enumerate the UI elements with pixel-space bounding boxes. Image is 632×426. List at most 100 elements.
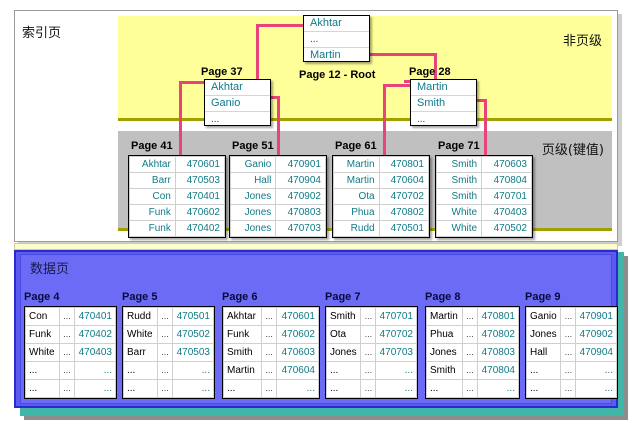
table-row[interactable]: Ganio 470901 <box>229 156 326 173</box>
connector-page28-to-page61-h <box>383 84 413 87</box>
root-node-row-1[interactable]: ... <box>304 32 369 48</box>
page61-table[interactable]: Martin 470801 Martin 470604 Ota 470702 P… <box>332 155 430 238</box>
root-node[interactable]: Akhtar ... Martin <box>303 15 370 62</box>
table-row[interactable]: ... ... ... <box>25 361 116 380</box>
table-row[interactable]: ... ... ... <box>525 361 617 380</box>
datapage9-table[interactable]: Ganio ... 470901 Jones ... 470902 Hall .… <box>525 306 618 399</box>
table-row[interactable]: Funk ... 470602 <box>223 325 319 344</box>
root-node-row-2[interactable]: Martin <box>310 49 341 61</box>
dp5-ellipsis-4: ... <box>156 379 174 398</box>
page71-val-0: 470603 <box>481 156 532 173</box>
table-row[interactable]: Phua 470802 <box>333 204 430 221</box>
page37-row-1[interactable]: Ganio <box>205 96 270 112</box>
page51-table[interactable]: Ganio 470901 Hall 470904 Jones 470902 Jo… <box>229 155 327 238</box>
table-row[interactable]: Funk ... 470402 <box>25 325 116 344</box>
table-row[interactable]: Akhtar ... 470601 <box>223 307 319 326</box>
table-row[interactable]: ... ... ... <box>25 379 116 398</box>
dp5-num-3: ... <box>172 361 214 380</box>
page37-row-0[interactable]: Akhtar <box>205 80 270 96</box>
table-row[interactable]: Funk 470402 <box>129 220 226 237</box>
dp7-ellipsis-3: ... <box>360 361 377 380</box>
page51-key-3: Jones <box>229 204 277 221</box>
table-row[interactable]: White 470403 <box>435 204 532 221</box>
table-row[interactable]: Akhtar 470601 <box>129 156 226 173</box>
dp4-ellipsis-2: ... <box>58 343 76 362</box>
table-row[interactable]: White ... 470403 <box>25 343 116 362</box>
table-row[interactable]: Smith 470701 <box>435 188 532 205</box>
page28-caption: Page 28 <box>409 66 451 78</box>
table-row[interactable]: Jones 470703 <box>229 220 326 237</box>
table-row[interactable]: Smith 470603 <box>435 156 532 173</box>
table-row[interactable]: Jones ... 470703 <box>325 343 417 362</box>
dp6-name-3: Martin <box>223 361 262 380</box>
table-row[interactable]: Ota 470702 <box>333 188 430 205</box>
page37-row-2[interactable]: ... <box>211 114 220 125</box>
table-row[interactable]: Hall ... 470904 <box>525 343 617 362</box>
dp7-num-1: 470702 <box>375 325 417 344</box>
dp4-ellipsis-4: ... <box>58 379 76 398</box>
index-pages-label: 索引页 <box>22 26 62 41</box>
page71-table[interactable]: Smith 470603 Smith 470804 Smith 470701 W… <box>435 155 533 238</box>
dp8-ellipsis-2: ... <box>461 343 479 362</box>
dp5-num-4: ... <box>172 379 214 398</box>
table-row[interactable]: Funk 470602 <box>129 204 226 221</box>
table-row[interactable]: Ota ... 470702 <box>325 325 417 344</box>
table-row[interactable]: ... ... ... <box>123 379 214 398</box>
table-row[interactable]: Smith ... 470603 <box>223 343 319 362</box>
dp7-ellipsis-4: ... <box>360 379 377 398</box>
table-row[interactable]: Jones ... 470803 <box>426 343 519 362</box>
page28-node[interactable]: Martin Smith ... <box>410 79 477 126</box>
table-row[interactable]: Barr 470503 <box>129 172 226 189</box>
page41-val-3: 470602 <box>174 204 226 221</box>
dp8-ellipsis-3: ... <box>461 361 479 380</box>
page28-row-2[interactable]: ... <box>417 114 426 125</box>
table-row[interactable]: Jones 470803 <box>229 204 326 221</box>
table-row[interactable]: ... ... ... <box>426 379 519 398</box>
dp9-num-2: 470904 <box>575 343 617 362</box>
page51-val-4: 470703 <box>275 220 326 237</box>
table-row[interactable]: Con ... 470401 <box>25 307 116 326</box>
page51-val-1: 470904 <box>275 172 326 189</box>
datapage6-table[interactable]: Akhtar ... 470601 Funk ... 470602 Smith … <box>222 306 320 399</box>
table-row[interactable]: Jones ... 470902 <box>525 325 617 344</box>
table-row[interactable]: Martin 470604 <box>333 172 430 189</box>
page41-table[interactable]: Akhtar 470601 Barr 470503 Con 470401 Fun… <box>128 155 226 238</box>
table-row[interactable]: ... ... ... <box>525 379 617 398</box>
table-row[interactable]: Rudd 470501 <box>333 220 430 237</box>
page71-key-1: Smith <box>435 172 483 189</box>
page71-caption: Page 71 <box>438 140 480 152</box>
table-row[interactable]: Barr ... 470503 <box>123 343 214 362</box>
dp5-ellipsis-2: ... <box>156 343 174 362</box>
table-row[interactable]: Phua ... 470802 <box>426 325 519 344</box>
table-row[interactable]: Smith 470804 <box>435 172 532 189</box>
table-row[interactable]: ... ... ... <box>325 361 417 380</box>
datapage5-table[interactable]: Rudd ... 470501 White ... 470502 Barr ..… <box>122 306 215 399</box>
page28-row-0[interactable]: Martin <box>411 80 476 96</box>
datapage8-table[interactable]: Martin ... 470801 Phua ... 470802 Jones … <box>425 306 520 399</box>
table-row[interactable]: Smith ... 470701 <box>325 307 417 326</box>
table-row[interactable]: Hall 470904 <box>229 172 326 189</box>
table-row[interactable]: White ... 470502 <box>123 325 214 344</box>
table-row[interactable]: Martin ... 470604 <box>223 361 319 380</box>
table-row[interactable]: ... ... ... <box>325 379 417 398</box>
table-row[interactable]: Smith ... 470804 <box>426 361 519 380</box>
page28-row-1[interactable]: Smith <box>411 96 476 112</box>
dp6-name-0: Akhtar <box>223 307 262 326</box>
table-row[interactable]: Ganio ... 470901 <box>525 307 617 326</box>
table-row[interactable]: Martin 470801 <box>333 156 430 173</box>
datapage4-table[interactable]: Con ... 470401 Funk ... 470402 White ...… <box>24 306 117 399</box>
table-row[interactable]: Martin ... 470801 <box>426 307 519 326</box>
table-row[interactable]: Rudd ... 470501 <box>123 307 214 326</box>
table-row[interactable]: ... ... ... <box>123 361 214 380</box>
dp8-name-1: Phua <box>426 325 463 344</box>
table-row[interactable]: ... ... ... <box>223 379 319 398</box>
table-row[interactable]: Con 470401 <box>129 188 226 205</box>
non-leaf-level-label: 非页级 <box>562 34 602 49</box>
table-row[interactable]: White 470502 <box>435 220 532 237</box>
root-node-row-0[interactable]: Akhtar <box>304 16 369 32</box>
page71-val-3: 470403 <box>481 204 532 221</box>
page37-node[interactable]: Akhtar Ganio ... <box>204 79 271 126</box>
table-row[interactable]: Jones 470902 <box>229 188 326 205</box>
datapage7-table[interactable]: Smith ... 470701 Ota ... 470702 Jones ..… <box>325 306 418 399</box>
page61-key-2: Ota <box>333 188 380 205</box>
